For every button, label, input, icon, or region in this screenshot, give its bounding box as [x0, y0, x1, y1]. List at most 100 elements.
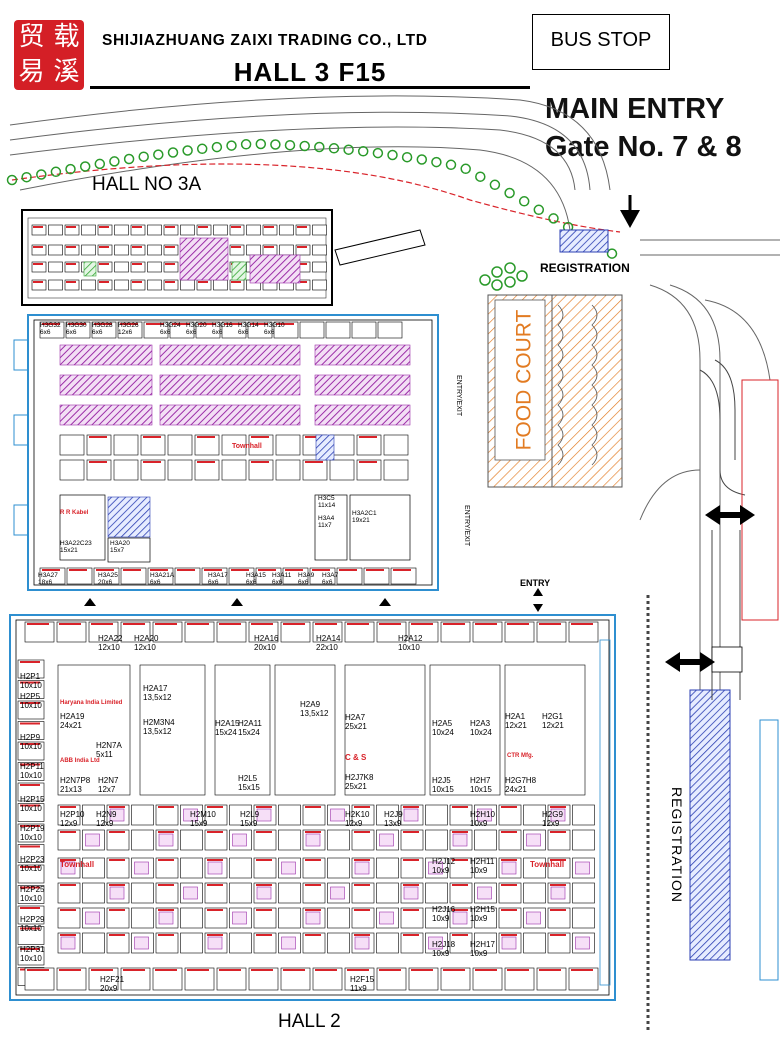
booth [113, 459, 139, 481]
booth-sign [158, 831, 174, 833]
booth-sign [550, 884, 566, 886]
booth-sign [96, 569, 114, 571]
booth [523, 882, 546, 904]
booth-label: H2A1 12x21 [505, 712, 527, 730]
booth-sign [207, 806, 223, 808]
booth-sign [143, 461, 161, 463]
booth [180, 907, 203, 929]
booth-sign [20, 845, 40, 848]
booth-highlight [109, 886, 125, 900]
booth [24, 621, 55, 643]
booth [248, 621, 279, 643]
booth [57, 829, 81, 851]
booth [400, 932, 424, 954]
booth-sign [109, 806, 125, 808]
booth-highlight [379, 833, 394, 847]
booth [246, 224, 261, 236]
tree-icon [431, 156, 442, 168]
booth [180, 224, 195, 236]
booth-label: H3G20 6x6 [186, 322, 207, 336]
booth-sign [91, 969, 113, 971]
booth-label: H2A17 13,5x12 [143, 684, 172, 702]
entry-exit-label: ENTRY/EXIT [455, 375, 462, 417]
booth [327, 932, 350, 954]
booth [64, 244, 80, 256]
booth-highlight [183, 808, 198, 822]
booth [194, 459, 220, 481]
right-structures [646, 359, 779, 1030]
booth [204, 829, 228, 851]
booth [39, 321, 65, 339]
booth [474, 857, 497, 879]
booth-sign [276, 323, 294, 325]
booth [174, 567, 201, 585]
booth-label: H2P23 10x10 [20, 855, 45, 873]
booth [255, 567, 282, 585]
booth-sign [146, 323, 164, 325]
entry-exit-label: ENTRY/EXIT [463, 505, 470, 547]
booth [327, 857, 350, 879]
entry-arrow-down [533, 604, 543, 612]
booth-label: H2J9 13x9 [384, 810, 403, 828]
booth-sign [251, 969, 273, 971]
booth [64, 224, 80, 236]
tree-icon [50, 166, 62, 178]
booth-sign [20, 948, 40, 950]
booth-sign [204, 569, 222, 571]
booth [474, 829, 497, 851]
booth [48, 279, 63, 291]
booth-sign [165, 281, 175, 283]
booth [329, 459, 355, 481]
booth [97, 279, 113, 291]
booth-sign [155, 969, 177, 971]
booth-sign [99, 281, 109, 283]
booth [56, 621, 87, 643]
booth [48, 224, 63, 236]
booth-label: H2A3 10x24 [470, 719, 492, 737]
booth-sign [42, 569, 60, 571]
booth-sign [109, 859, 125, 861]
tree-icon [21, 171, 32, 183]
booth-sign [312, 569, 330, 571]
booth [440, 967, 471, 991]
booth [82, 857, 105, 879]
booth [213, 224, 228, 236]
booth [17, 926, 45, 945]
booth [167, 459, 193, 481]
booth-highlight [232, 833, 247, 847]
booth-label: H2N7 12x7 [98, 776, 119, 794]
booth [536, 621, 567, 643]
booth-label: H2J7K8 25x21 [345, 773, 374, 791]
booth-highlight [575, 936, 590, 950]
registration-side-label: REGISTRATION [669, 787, 685, 903]
booth-label: H3A11 6x6 [272, 572, 292, 586]
booth [312, 224, 327, 236]
booth-sign [403, 909, 419, 911]
booth-label: H2F15 11x9 [350, 975, 375, 993]
booth [302, 882, 326, 904]
booth [229, 932, 252, 954]
booth [449, 857, 473, 879]
booth-sign [20, 661, 40, 663]
booth-sign [305, 909, 321, 911]
booth-sign [359, 436, 377, 438]
booth-sign [283, 969, 305, 971]
booth [547, 857, 571, 879]
booth-label: H2A22 12x10 [98, 634, 123, 652]
booth-sign [285, 569, 303, 571]
booth [498, 804, 522, 826]
booth-sign [256, 884, 272, 886]
booth [376, 857, 399, 879]
registration-top-area [559, 229, 609, 253]
booth-sign [305, 806, 321, 808]
booth-sign [393, 569, 411, 571]
booth [474, 932, 497, 954]
booth [39, 567, 66, 585]
booth-sign [297, 246, 307, 248]
booth-label: H3A27 18x6 [38, 572, 58, 586]
road-curve-2 [9, 111, 591, 191]
tree-icon [387, 149, 398, 161]
booth-highlight [134, 936, 149, 950]
booth [180, 932, 203, 954]
booth-highlight [134, 861, 149, 875]
